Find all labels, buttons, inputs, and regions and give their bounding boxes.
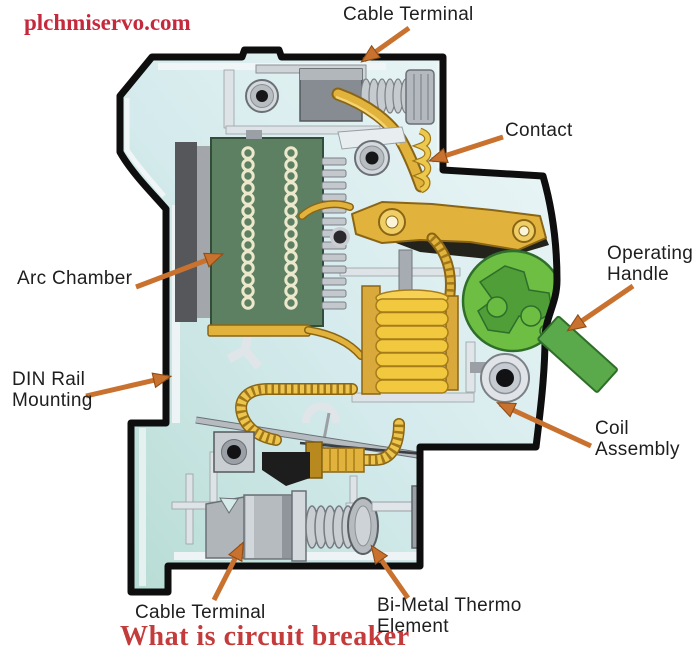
operating-handle-lever	[537, 315, 618, 393]
arrow-din-rail-mounting	[85, 372, 173, 399]
page-title: What is circuit breaker	[120, 621, 410, 652]
case-outline	[116, 46, 561, 596]
operating-handle-cam	[461, 249, 557, 353]
label-coil-assembly: Coil Assembly	[595, 418, 680, 461]
coil-assembly-part	[361, 249, 459, 395]
pivot-rivet-upper	[337, 126, 407, 176]
label-bi-metal-thermo-element: Bi-Metal Thermo Element	[377, 595, 522, 638]
arrow-cable-terminal-top	[360, 25, 411, 63]
watermark-site-url: plchmiservo.com	[24, 10, 191, 35]
trip-arch	[302, 402, 340, 424]
bi-metal-thermo-element-part	[195, 383, 425, 486]
arrow-bi-metal	[370, 544, 411, 600]
arc-runner-busbar	[207, 324, 365, 360]
arrow-coil-assembly	[495, 401, 593, 449]
label-contact: Contact	[505, 120, 573, 141]
label-cable-terminal-bottom: Cable Terminal	[135, 602, 266, 623]
arrow-cable-terminal-bottom	[211, 541, 245, 602]
label-operating-handle: Operating Handle	[607, 243, 694, 286]
label-arc-chamber: Arc Chamber	[17, 268, 133, 289]
arrow-operating-handle	[566, 283, 635, 332]
arrow-contact	[427, 134, 504, 164]
arc-chamber-part	[175, 130, 347, 327]
arrow-arc-chamber	[135, 252, 225, 290]
center-pin	[330, 227, 350, 247]
label-din-rail-mounting: DIN Rail Mounting	[12, 369, 93, 412]
callout-arrows	[85, 25, 635, 602]
coil-anchor-rivet	[465, 341, 530, 403]
label-cable-terminal-top: Cable Terminal	[343, 4, 474, 25]
